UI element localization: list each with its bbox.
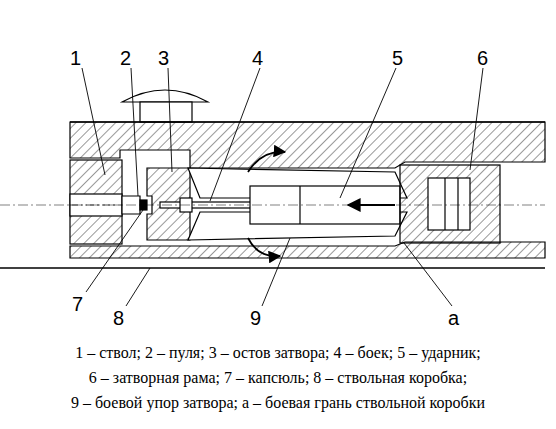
callout-number: 3 (158, 48, 169, 68)
receiver-top-wall (70, 122, 545, 168)
axis-line (0, 205, 545, 206)
receiver-outline (0, 267, 545, 268)
callout-number: 1 (70, 48, 81, 68)
callout-number: 5 (392, 48, 403, 68)
callout-number: 8 (113, 308, 124, 328)
barrel (70, 160, 122, 244)
caption-line: 1 – ствол; 2 – пуля; 3 – остов затвора; … (75, 345, 480, 361)
caption-line: 6 – затворная рама; 7 – капсюль; 8 – ств… (89, 370, 467, 386)
leader-lines (82, 68, 483, 306)
callout-number: 6 (477, 48, 488, 68)
bolt-carrier (400, 165, 500, 243)
cover-cap (122, 90, 208, 102)
receiver-bottom-wall (70, 242, 545, 258)
cover-stem (140, 102, 192, 122)
callout-number: 9 (250, 308, 261, 328)
callout-letter: а (448, 308, 459, 328)
callout-number: 2 (120, 48, 131, 68)
caption-line: 9 – боевой упор затвора; а – боевая гран… (71, 395, 485, 411)
callout-number: 7 (72, 294, 83, 314)
callout-number: 4 (252, 48, 263, 68)
rotation-arrow (248, 238, 280, 256)
rotation-arrow (248, 152, 285, 172)
